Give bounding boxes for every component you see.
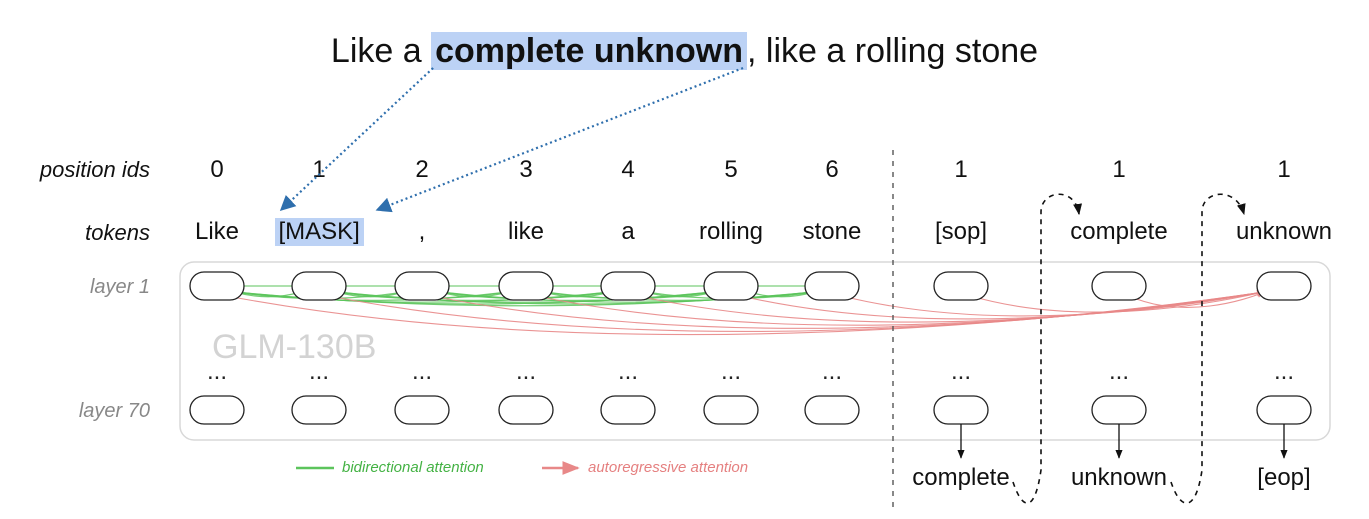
output-token: complete bbox=[912, 464, 1010, 491]
layer-70-node bbox=[600, 395, 656, 425]
layer-70-node bbox=[804, 395, 860, 425]
layer-1-label: layer 1 bbox=[89, 276, 150, 298]
bidirectional-attention-edge bbox=[439, 291, 815, 303]
bidirectional-attention-edge bbox=[748, 291, 815, 298]
ellipsis: ... bbox=[821, 358, 842, 385]
ellipsis: ... bbox=[950, 358, 971, 385]
position-ids-label: position ids bbox=[39, 157, 150, 182]
autoregressive-attention-edge bbox=[431, 289, 1265, 329]
ellipsis: ... bbox=[720, 358, 741, 385]
token: like bbox=[507, 218, 544, 245]
position-id: 1 bbox=[954, 156, 968, 183]
autoregressive-attention-edge bbox=[637, 290, 1265, 323]
output-token: [eop] bbox=[1257, 464, 1311, 491]
layer-70-label: layer 70 bbox=[78, 400, 150, 422]
model-name: GLM-130B bbox=[212, 328, 377, 366]
bidirectional-attention-edge bbox=[234, 291, 405, 300]
token: , bbox=[418, 218, 426, 245]
layer-1-node bbox=[498, 271, 554, 301]
layer-70-node bbox=[394, 395, 450, 425]
ellipsis: ... bbox=[1273, 358, 1294, 385]
ellipsis: ... bbox=[515, 358, 536, 385]
token: stone bbox=[802, 218, 862, 245]
bidirectional-attention-edge bbox=[336, 291, 509, 300]
position-id: 1 bbox=[1277, 156, 1291, 183]
ellipsis: ... bbox=[411, 358, 432, 385]
bidirectional-attention-edge bbox=[234, 291, 815, 307]
layer-1-node bbox=[189, 271, 245, 301]
token: [sop] bbox=[934, 218, 988, 245]
bidirectional-attention-edge bbox=[439, 291, 509, 298]
bidirectional-attention-edge bbox=[645, 291, 815, 300]
layer-70-node bbox=[1256, 395, 1312, 425]
layer-1-node bbox=[1256, 271, 1312, 301]
layer-1-node bbox=[1091, 271, 1147, 301]
layer-70-node bbox=[933, 395, 989, 425]
layer-1-node bbox=[600, 271, 656, 301]
bidirectional-attention-edge bbox=[336, 291, 405, 298]
bidirectional-attention-edge bbox=[336, 291, 611, 301]
layer-70-node bbox=[189, 395, 245, 425]
mask-arrow bbox=[375, 66, 744, 213]
legend-bidirectional-label: bidirectional attention bbox=[342, 459, 484, 476]
mask-arrow bbox=[279, 67, 434, 212]
layer-70-node bbox=[291, 395, 347, 425]
bidirectional-attention-edge bbox=[543, 291, 815, 301]
position-id: 1 bbox=[1112, 156, 1126, 183]
position-id: 0 bbox=[210, 156, 224, 183]
bidirectional-attention-edge bbox=[234, 291, 611, 303]
bidirectional-attention-edge bbox=[439, 291, 714, 301]
sentence-suffix: , like a rolling stone bbox=[747, 32, 1039, 70]
token: complete bbox=[1070, 218, 1168, 245]
ellipsis: ... bbox=[1108, 358, 1129, 385]
bidirectional-attention-edge bbox=[336, 291, 714, 303]
layer-1-node bbox=[291, 271, 347, 301]
bidirectional-attention-edge bbox=[645, 291, 714, 298]
legend-autoregressive-label: autoregressive attention bbox=[588, 459, 749, 476]
autoregressive-attention-edge bbox=[1128, 291, 1265, 308]
bidirectional-attention-edge bbox=[543, 291, 611, 298]
ellipsis: ... bbox=[617, 358, 638, 385]
bidirectional-attention-edge bbox=[439, 291, 611, 300]
masked-span-highlight: complete unknown bbox=[431, 32, 748, 70]
example-sentence: Like a complete unknown, like a rolling … bbox=[0, 32, 1369, 71]
output-token: unknown bbox=[1070, 464, 1168, 491]
layer-1-node bbox=[394, 271, 450, 301]
bidirectional-attention-edge bbox=[543, 291, 714, 300]
sentence-prefix: Like a bbox=[330, 32, 432, 70]
mask-token: [MASK] bbox=[274, 218, 364, 246]
autoregressive-attention-edge bbox=[535, 290, 1265, 326]
autoregressive-attention-edge bbox=[970, 290, 1265, 313]
token: rolling bbox=[698, 218, 764, 245]
bidirectional-attention-edge bbox=[234, 291, 302, 298]
layer-70-node bbox=[1091, 395, 1147, 425]
layer-1-node bbox=[703, 271, 759, 301]
position-id: 6 bbox=[825, 156, 839, 183]
token: Like bbox=[194, 218, 240, 245]
bidirectional-attention-edge bbox=[234, 291, 509, 301]
autoregressive-attention-edge bbox=[328, 289, 1265, 332]
bidirectional-attention-edge bbox=[234, 291, 714, 305]
autoregressive-attention-edge bbox=[740, 290, 1265, 320]
layer-1-node bbox=[804, 271, 860, 301]
autoregressive-attention-edge bbox=[841, 290, 1265, 317]
token: unknown bbox=[1235, 218, 1333, 245]
layer-1-node bbox=[933, 271, 989, 301]
layer-70-node bbox=[498, 395, 554, 425]
layer-70-node bbox=[703, 395, 759, 425]
tokens-label: tokens bbox=[85, 220, 150, 245]
token: a bbox=[621, 218, 635, 245]
autoregressive-attention-edge bbox=[226, 289, 1265, 336]
bidirectional-attention-edge bbox=[336, 291, 815, 305]
